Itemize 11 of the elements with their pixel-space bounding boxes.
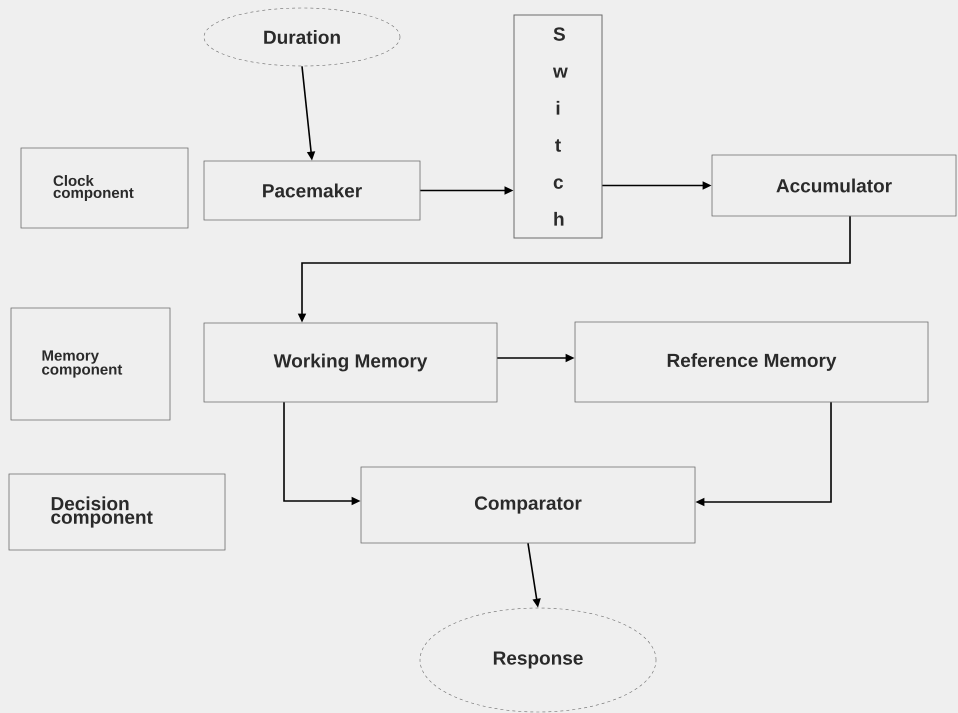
process-box: Accumulator	[712, 154, 956, 216]
process-box: Reference Memory	[574, 322, 928, 402]
ellipse-node: Duration	[204, 8, 400, 66]
ellipse-node: Response	[420, 608, 656, 712]
process-box: Comparator	[360, 466, 696, 544]
component-box: Clock component	[20, 148, 188, 228]
process-box: Working Memory	[204, 322, 498, 402]
process-box: Pacemaker	[204, 160, 420, 220]
component-box: Memory component	[10, 308, 170, 420]
component-box: Decision component	[8, 474, 226, 550]
switch-box: Switch	[514, 14, 602, 238]
